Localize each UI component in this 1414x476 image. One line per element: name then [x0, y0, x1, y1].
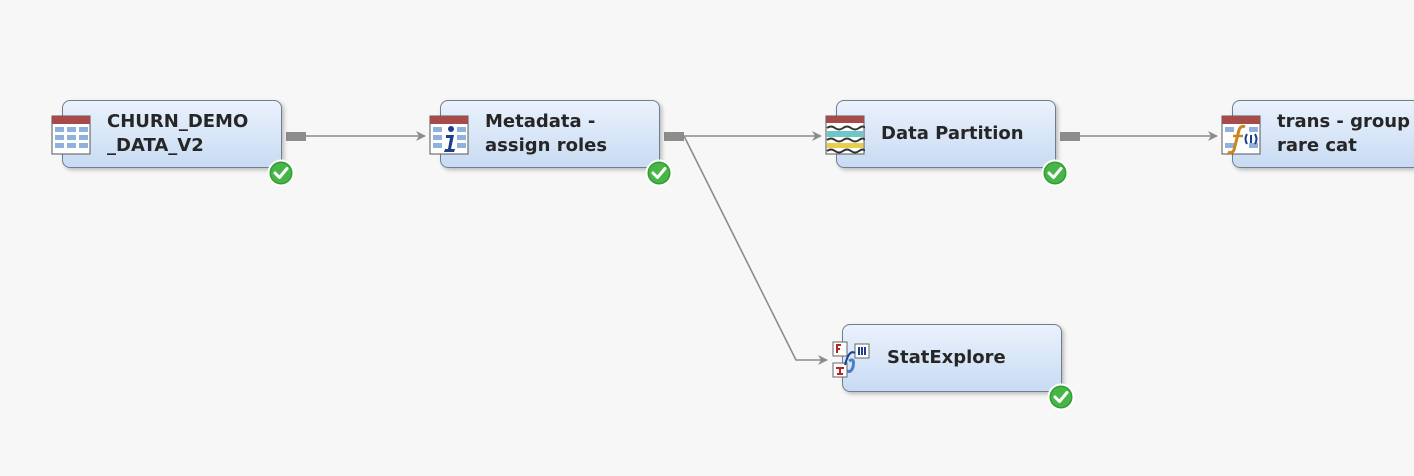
node-statexplore[interactable]: StatExplore: [832, 324, 1062, 392]
node-label: trans - group rare cat: [1277, 111, 1410, 156]
data-table-icon: [51, 115, 91, 155]
output-port[interactable]: [286, 132, 306, 141]
completed-check-icon: [267, 159, 295, 187]
transform-function-icon: [1221, 115, 1261, 155]
node-metadata-assign-roles[interactable]: Metadata - assign roles: [429, 100, 660, 168]
node-churn-demo-data-v2[interactable]: CHURN_DEMO _DATA_V2: [51, 100, 282, 168]
node-data-partition[interactable]: Data Partition: [825, 100, 1056, 168]
node-trans-group-rare-cat[interactable]: trans - group rare cat: [1221, 100, 1414, 168]
data-partition-icon: [825, 115, 865, 155]
node-label: Data Partition: [881, 123, 1024, 144]
node-label: Metadata - assign roles: [485, 111, 608, 156]
metadata-info-icon: [429, 115, 469, 155]
completed-check-icon: [645, 159, 673, 187]
completed-check-icon: [1041, 159, 1069, 187]
statexplore-icon: [832, 341, 870, 378]
output-port[interactable]: [664, 132, 684, 141]
node-label: StatExplore: [887, 347, 1006, 368]
node-label: CHURN_DEMO _DATA_V2: [107, 111, 249, 156]
output-port[interactable]: [1060, 132, 1080, 141]
completed-check-icon: [1047, 383, 1075, 411]
connection-arrow[interactable]: [683, 135, 828, 365]
